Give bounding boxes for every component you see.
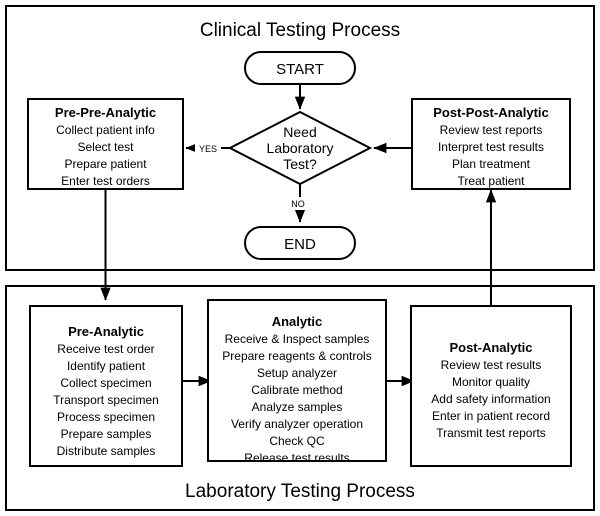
node-post-post-analytic-item-3: Treat patient — [458, 174, 526, 188]
node-pre-analytic-item-4: Process specimen — [57, 410, 155, 424]
node-post-analytic-title: Post-Analytic — [449, 340, 532, 355]
no-label-backdrop — [287, 197, 310, 210]
node-analytic-item-1: Prepare reagents & controls — [222, 349, 371, 363]
node-analytic-title: Analytic — [272, 314, 323, 329]
node-pre-pre-analytic-item-0: Collect patient info — [56, 123, 155, 137]
decision-line-2: Laboratory — [267, 140, 334, 156]
node-pre-analytic-item-2: Collect specimen — [60, 376, 151, 390]
node-analytic — [207, 299, 387, 462]
node-pre-analytic-item-5: Prepare samples — [61, 427, 152, 441]
node-pre-analytic-title: Pre-Analytic — [68, 324, 144, 339]
node-analytic-item-5: Verify analyzer operation — [231, 417, 363, 431]
edge-label-no: NO — [291, 199, 305, 209]
clinical-section-title: Clinical Testing Process — [200, 20, 400, 41]
node-analytic-item-7: Release test results — [244, 451, 349, 465]
node-pre-pre-analytic — [27, 98, 184, 190]
node-analytic-item-6: Check QC — [269, 434, 325, 448]
edge-label-yes: YES — [199, 144, 217, 154]
node-analytic-item-3: Calibrate method — [251, 383, 342, 397]
node-post-post-analytic-item-0: Review test reports — [440, 123, 543, 137]
node-analytic-item-4: Analyze samples — [252, 400, 343, 414]
node-pre-analytic-item-6: Distribute samples — [57, 444, 156, 458]
laboratory-section-title: Laboratory Testing Process — [185, 481, 415, 502]
node-post-analytic-item-3: Enter in patient record — [432, 409, 550, 423]
node-analytic-item-2: Setup analyzer — [257, 366, 337, 380]
node-post-analytic-item-1: Monitor quality — [452, 375, 530, 389]
end-terminator-label: END — [284, 236, 316, 253]
node-pre-pre-analytic-item-3: Enter test orders — [61, 174, 150, 188]
node-post-post-analytic — [411, 98, 571, 190]
node-post-post-analytic-item-2: Plan treatment — [452, 157, 531, 171]
yes-label-backdrop — [195, 141, 221, 155]
decision-line-3: Test? — [283, 156, 317, 172]
node-pre-analytic-item-0: Receive test order — [57, 342, 154, 356]
node-post-post-analytic-item-1: Interpret test results — [438, 140, 544, 154]
node-post-post-analytic-title: Post-Post-Analytic — [433, 105, 549, 120]
node-pre-analytic-item-1: Identify patient — [67, 359, 146, 373]
node-post-analytic-item-0: Review test results — [441, 358, 542, 372]
node-pre-analytic — [29, 305, 183, 467]
node-post-analytic — [410, 305, 572, 467]
node-pre-analytic-item-3: Transport specimen — [53, 393, 159, 407]
node-post-analytic-item-2: Add safety information — [431, 392, 550, 406]
start-terminator-label: START — [276, 61, 324, 78]
node-post-analytic-item-4: Transmit test reports — [436, 426, 546, 440]
node-analytic-item-0: Receive & Inspect samples — [225, 332, 370, 346]
end-terminator — [244, 226, 356, 260]
node-pre-pre-analytic-title: Pre-Pre-Analytic — [55, 105, 156, 120]
node-pre-pre-analytic-item-1: Select test — [77, 140, 134, 154]
node-pre-pre-analytic-item-2: Prepare patient — [64, 157, 147, 171]
decision-line-1: Need — [283, 124, 316, 140]
